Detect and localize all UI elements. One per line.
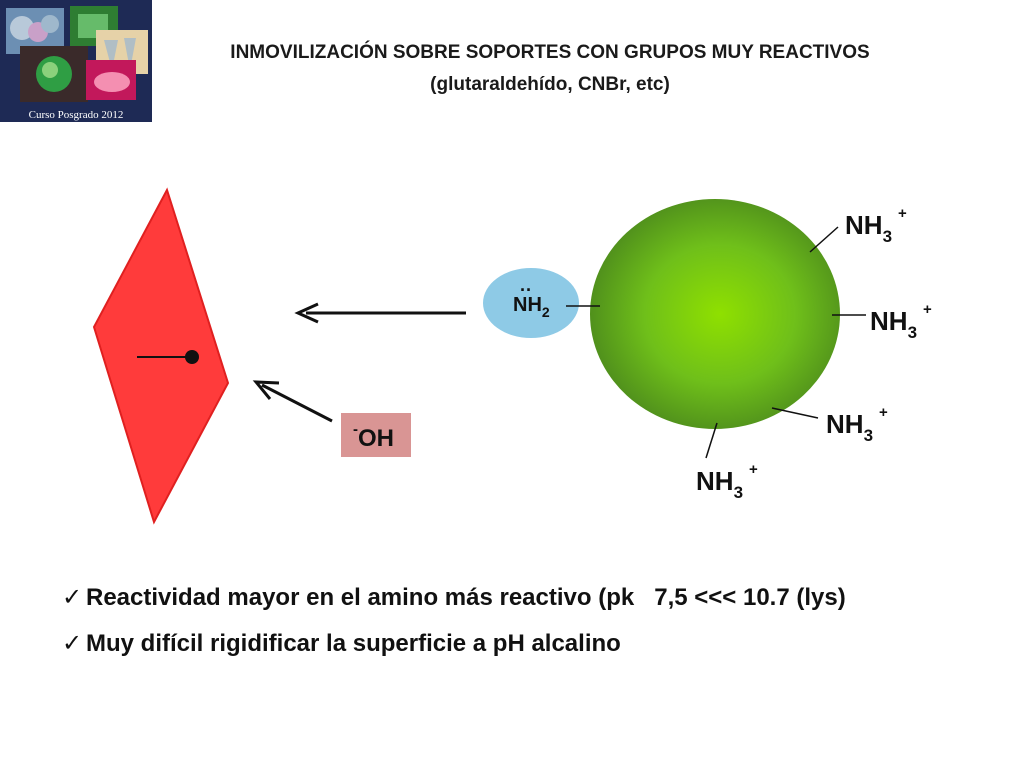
- amine-charge-2: +: [923, 301, 932, 318]
- support-reactive-group-dot: [185, 350, 199, 364]
- hydroxyl-text: OH: [358, 425, 394, 452]
- checkmark-icon: ✓: [62, 584, 83, 611]
- bullet-list: ✓Reactividad mayor en el amino más react…: [62, 575, 1002, 667]
- hydroxyl-box: [341, 413, 411, 457]
- nh2-subscript: 2: [542, 304, 550, 320]
- amine-subscript-1: 3: [883, 227, 892, 246]
- bullet-reactivity: ✓Reactividad mayor en el amino más react…: [62, 575, 1002, 621]
- protein-sphere: [590, 199, 840, 429]
- amine-bond-line-3: [771, 407, 819, 419]
- nh2-label: NH2: [513, 294, 550, 320]
- arrow-nh2-to-support: [294, 302, 466, 324]
- amine-text-4: NH: [696, 466, 734, 496]
- logo-caption: Curso Posgrado 2012: [0, 108, 152, 122]
- amine-text-3: NH: [826, 409, 864, 439]
- arrow-oh-to-support: [252, 380, 333, 423]
- amine-label-1: NH3 +: [845, 205, 907, 246]
- amine-bond-line-1: [809, 226, 839, 253]
- amine-text-1: NH: [845, 210, 883, 240]
- amine-label-2: NH3 +: [870, 301, 932, 342]
- hydroxyl-label: -OH: [353, 421, 394, 452]
- nh2-bubble: [483, 268, 579, 338]
- bullet-reactivity-text: Reactividad mayor en el amino más reacti…: [86, 584, 846, 611]
- amine-charge-1: +: [898, 205, 907, 222]
- amine-text-2: NH: [870, 306, 908, 336]
- bullet-rigidify-text: Muy difícil rigidificar la superficie a …: [86, 630, 621, 657]
- amine-label-4: NH3 +: [696, 461, 758, 502]
- nh2-text: NH: [513, 294, 542, 316]
- amine-subscript-2: 3: [908, 323, 917, 342]
- amine-subscript-4: 3: [734, 483, 743, 502]
- page-subtitle: (glutaraldehído, CNBr, etc): [430, 74, 670, 95]
- page-title: INMOVILIZACIÓN SOBRE SOPORTES CON GRUPOS…: [230, 42, 870, 63]
- immobilization-diagram: -OH ·· NH2 NH3+ NH3+ NH3+ NH3+: [92, 187, 932, 525]
- amine-bond-line-4: [705, 422, 718, 459]
- nh2-lone-pair: ··: [520, 280, 532, 300]
- checkmark-icon: ✓: [62, 630, 83, 657]
- course-logo: Curso Posgrado 2012: [0, 0, 152, 122]
- bullet-rigidify: ✓Muy difícil rigidificar la superficie a…: [62, 621, 1002, 667]
- amine-charge-3: +: [879, 404, 888, 421]
- amine-charge-4: +: [749, 461, 758, 478]
- logo-collage-image: [0, 0, 152, 108]
- amine-label-3: NH3 +: [826, 404, 888, 445]
- amine-subscript-3: 3: [864, 426, 873, 445]
- hydroxyl-charge: -: [353, 421, 358, 438]
